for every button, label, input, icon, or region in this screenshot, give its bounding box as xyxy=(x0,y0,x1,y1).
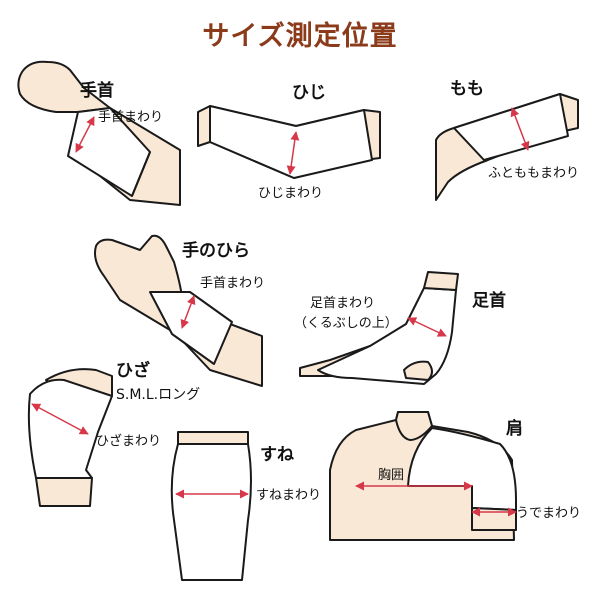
shoulder-support xyxy=(407,427,517,511)
wrist-arrow xyxy=(75,116,95,153)
wrist-label: 手首 xyxy=(80,81,114,101)
ankle-leg xyxy=(423,271,459,291)
elbow-arrow xyxy=(286,131,300,175)
knee-label: ひざ xyxy=(116,361,150,381)
shin-measure-label: すねまわり xyxy=(256,488,322,503)
ankle-support xyxy=(317,287,457,385)
shoulder-label: 肩 xyxy=(506,419,523,439)
knee-leg-bottom xyxy=(35,477,93,507)
wrist-measure-label: 手首まわり xyxy=(98,110,164,125)
shin-illustration xyxy=(170,431,252,581)
ankle-heel-hole xyxy=(403,360,433,381)
page-title: サイズ測定位置 xyxy=(202,21,398,52)
shin-sleeve xyxy=(170,443,252,581)
chest-measure-label: 胸囲 xyxy=(378,468,405,483)
shin-label: すね xyxy=(260,445,294,465)
knee-arrow xyxy=(31,403,89,435)
palm-label: 手のひら xyxy=(182,241,250,261)
thigh-illustration xyxy=(435,93,579,201)
thigh-arrow xyxy=(510,107,530,151)
elbow-measure-label: ひじまわり xyxy=(258,186,324,201)
palm-measure-label: 手首まわり xyxy=(200,276,266,291)
upper-arm-measure-label: うでまわり xyxy=(516,506,582,521)
palm-arrow xyxy=(180,295,196,329)
ankle-label: 足首 xyxy=(472,291,506,311)
shin-top xyxy=(177,431,249,445)
elbow-illustration xyxy=(197,105,381,179)
shoulder-neck xyxy=(395,411,433,441)
thigh-measure-label: ふとももまわり xyxy=(488,166,580,181)
ankle-measure-label: 足首まわり xyxy=(310,296,376,311)
ankle-illustration xyxy=(299,271,459,385)
knee-measure-label: ひざまわり xyxy=(96,434,162,449)
knee-sizes-label: S.M.L.ロング xyxy=(116,387,201,403)
ankle-arrow xyxy=(407,317,447,337)
elbow-label: ひじ xyxy=(292,83,326,103)
ankle-note-label: （くるぶしの上） xyxy=(294,316,398,331)
shoulder-illustration xyxy=(329,411,517,541)
thigh-label: もも xyxy=(450,79,484,99)
knee-brace xyxy=(27,378,113,479)
